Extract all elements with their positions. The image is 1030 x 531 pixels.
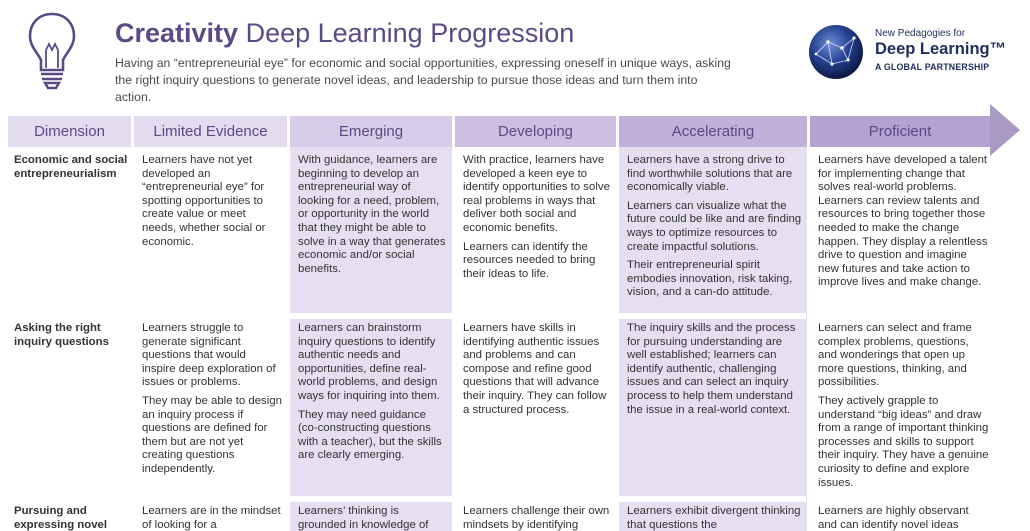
logo-line-1: New Pedagogies for <box>875 28 966 39</box>
cell-paragraph: Learners are in the mindset of looking f… <box>142 505 281 531</box>
cell-paragraph: Learners can identify the resources need… <box>463 240 596 280</box>
row-3-dimension: Pursuing and expressing novel <box>14 505 108 531</box>
row-1-developing: With practice, learners have developed a… <box>463 154 613 286</box>
row-3-proficient: Learners are highly observant and can id… <box>818 505 990 531</box>
cell-paragraph: Learners are highly observant and can id… <box>818 505 969 531</box>
col-header-emerging: Emerging <box>290 116 452 147</box>
page-title: Creativity Deep Learning Progression <box>115 18 574 49</box>
npdl-logo: New Pedagogies for Deep Learning™ A GLOB… <box>808 22 1023 84</box>
col-header-accelerating: Accelerating <box>619 116 807 147</box>
cell-paragraph: The inquiry skills and the process for p… <box>627 322 796 416</box>
row-1-emerging: With guidance, learners are beginning to… <box>298 154 448 281</box>
cell-paragraph: Learners have not yet developed an “entr… <box>142 154 266 248</box>
cell-paragraph: Learners struggle to generate significan… <box>142 322 276 389</box>
page-subtitle: Having an “entrepreneurial eye” for econ… <box>115 56 731 104</box>
cell-paragraph: Learners exhibit divergent thinking that… <box>627 505 801 531</box>
cell-paragraph: Learners’ thinking is grounded in knowle… <box>298 505 429 531</box>
header: Creativity Deep Learning Progression Hav… <box>0 0 1030 110</box>
row-2-proficient: Learners can select and frame complex pr… <box>818 322 990 495</box>
logo-line-3: A GLOBAL PARTNERSHIP <box>875 62 990 72</box>
column-accelerating <box>619 147 807 531</box>
cell-paragraph: Learners can brainstorm inquiry question… <box>298 322 440 402</box>
progression-arrow-head <box>990 104 1020 156</box>
cell-paragraph: Their entrepreneurial spirit embodies in… <box>627 259 793 299</box>
row-1-accelerating: Learners have a strong drive to find wor… <box>627 154 803 305</box>
cell-paragraph: Learners can select and frame complex pr… <box>818 322 972 389</box>
col-header-proficient: Proficient <box>810 116 990 147</box>
row-1-proficient: Learners have developed a talent for imp… <box>818 154 990 295</box>
row-3-emerging: Learners’ thinking is grounded in knowle… <box>298 505 448 531</box>
col-header-developing: Developing <box>455 116 616 147</box>
row-2-accelerating: The inquiry skills and the process for p… <box>627 322 803 422</box>
row-2-limited-evidence: Learners struggle to generate significan… <box>142 322 282 482</box>
cell-paragraph: They may need guidance (co-constructing … <box>298 408 442 462</box>
logo-line-2: Deep Learning™ <box>875 40 1007 58</box>
column-developing <box>455 147 616 531</box>
cell-paragraph: With practice, learners have developed a… <box>463 154 610 234</box>
cell-paragraph: Learners have a strong drive to find wor… <box>627 154 793 194</box>
row-3-accelerating: Learners exhibit divergent thinking that… <box>627 505 803 531</box>
cell-paragraph: Learners have skills in identifying auth… <box>463 322 607 416</box>
col-header-limited-evidence: Limited Evidence <box>134 116 287 147</box>
title-rest: Deep Learning Progression <box>238 18 575 48</box>
row-divider <box>8 496 806 502</box>
row-3-limited-evidence: Learners are in the mindset of looking f… <box>142 505 282 531</box>
cell-paragraph: Learners can visualize what the future c… <box>627 199 802 253</box>
cell-paragraph: They actively grapple to understand “big… <box>818 394 989 489</box>
row-1-limited-evidence: Learners have not yet developed an “entr… <box>142 154 282 254</box>
column-limited-evidence <box>134 147 287 531</box>
row-1-dimension: Economic and social entrepreneurialism <box>14 154 128 180</box>
row-2-developing: Learners have skills in identifying auth… <box>463 322 613 422</box>
cell-paragraph: With guidance, learners are beginning to… <box>298 154 446 275</box>
row-2-emerging: Learners can brainstorm inquiry question… <box>298 322 448 468</box>
globe-icon <box>809 25 863 79</box>
col-header-dimension: Dimension <box>8 116 131 147</box>
row-2-dimension: Asking the right inquiry questions <box>14 322 109 348</box>
lightbulb-icon <box>28 12 76 90</box>
cell-paragraph: Learners challenge their own mindsets by… <box>463 505 610 531</box>
title-bold: Creativity <box>115 18 239 48</box>
column-emerging <box>290 147 452 531</box>
row-3-developing: Learners challenge their own mindsets by… <box>463 505 613 531</box>
cell-paragraph: They may be able to design an inquiry pr… <box>142 394 282 475</box>
cell-paragraph: Learners have developed a talent for imp… <box>818 154 988 289</box>
column-proficient <box>810 147 990 531</box>
row-divider <box>8 313 806 319</box>
